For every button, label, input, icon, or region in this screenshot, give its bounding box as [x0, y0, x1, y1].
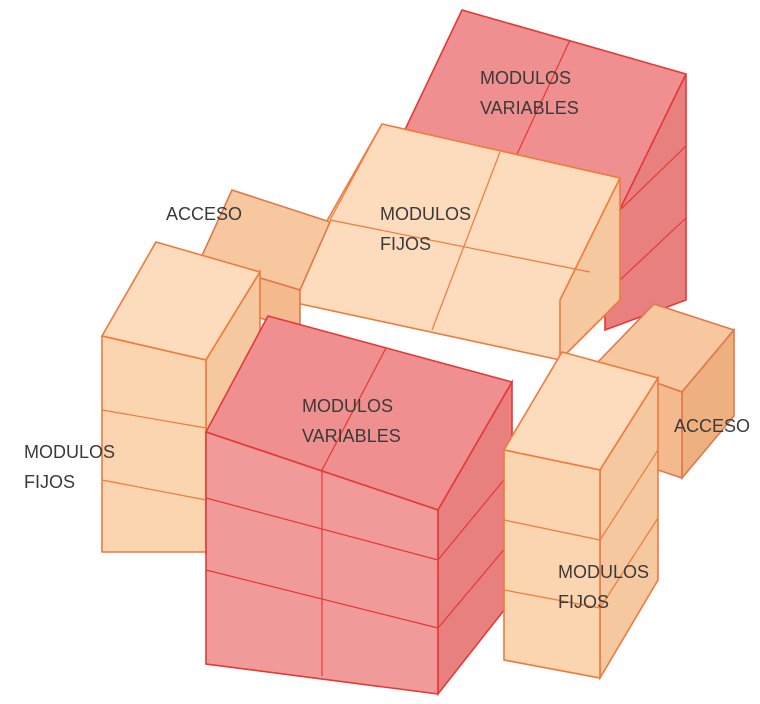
label-right-fixed-line2: FIJOS: [558, 592, 609, 612]
label-center-fixed-line2: FIJOS: [380, 234, 431, 254]
label-front-variable-line2: VARIABLES: [302, 426, 401, 446]
front-variable-block: [204, 315, 514, 697]
label-right-fixed-line1: MODULOS: [558, 562, 649, 582]
label-access-right: ACCESO: [674, 416, 750, 436]
left-fixed-front-face: [101, 334, 207, 553]
top-variable-right-face: [604, 73, 687, 332]
label-front-variable-line1: MODULOS: [302, 396, 393, 416]
label-left-fixed-line2: FIJOS: [24, 472, 75, 492]
label-top-variable-line1: MODULOS: [480, 68, 571, 88]
right-fixed-tower: [502, 351, 660, 681]
label-left-fixed-line1: MODULOS: [24, 442, 115, 462]
label-center-fixed-line1: MODULOS: [380, 204, 471, 224]
label-top-variable-line2: VARIABLES: [480, 98, 579, 118]
labels: MODULOS VARIABLES MODULOS FIJOS ACCESO M…: [24, 68, 750, 612]
label-access-left: ACCESO: [166, 204, 242, 224]
